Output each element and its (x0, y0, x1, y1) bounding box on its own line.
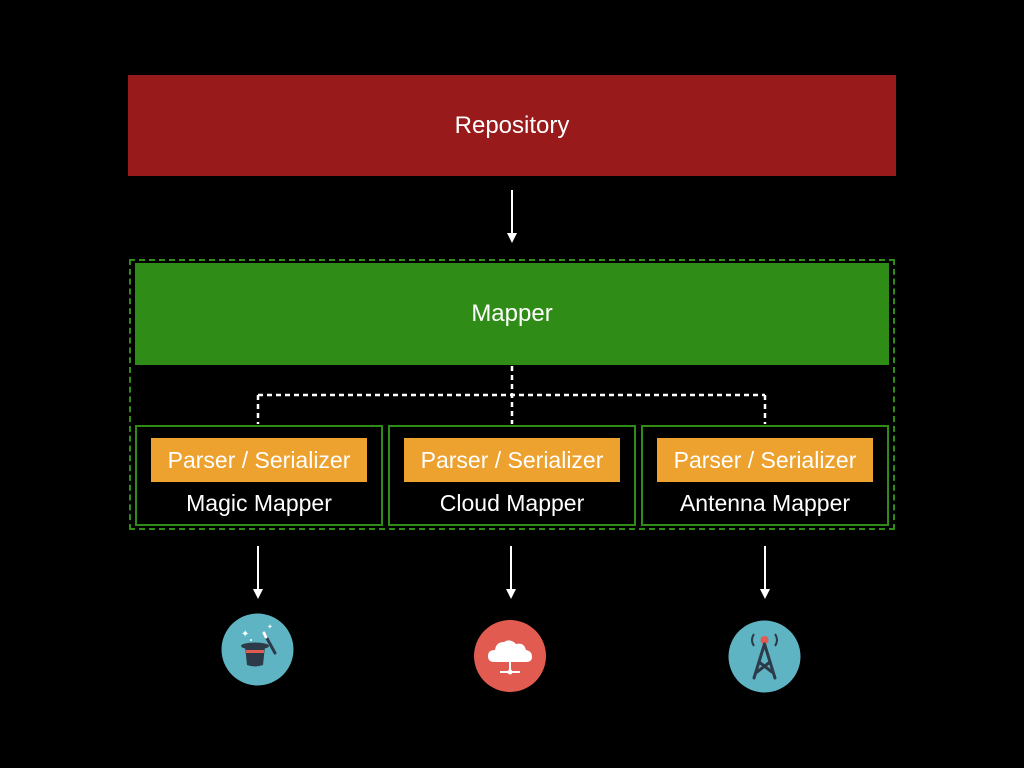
svg-text:✦: ✦ (241, 629, 249, 640)
cloud-mapper-label: Cloud Mapper (439, 490, 585, 516)
antenna-mapper-box: Parser / Serializer Antenna Mapper (641, 425, 889, 526)
repository-label: Repository (454, 111, 570, 139)
cloud-mapper-box: Parser / Serializer Cloud Mapper (388, 425, 636, 526)
parser-serializer-label: Parser / Serializer (167, 446, 351, 473)
svg-text:✦: ✦ (267, 623, 273, 631)
parser-serializer-box: Parser / Serializer (657, 438, 873, 482)
antenna-mapper-label: Antenna Mapper (679, 490, 851, 516)
parser-serializer-label: Parser / Serializer (673, 446, 857, 473)
parser-serializer-box: Parser / Serializer (151, 438, 367, 482)
mapper-label: Mapper (471, 300, 553, 327)
mapper-group-boundary (129, 259, 895, 530)
magic-hat-icon: ✦ ✦ (221, 613, 294, 686)
mapper-box: Mapper (135, 263, 889, 365)
mapper-dashed-connectors (256, 366, 767, 424)
magic-mapper-label: Magic Mapper (186, 490, 332, 516)
parser-serializer-label: Parser / Serializer (420, 446, 604, 473)
parser-serializer-box: Parser / Serializer (404, 438, 620, 482)
magic-mapper-box: Parser / Serializer Magic Mapper (135, 425, 383, 526)
cloud-icon (474, 620, 546, 692)
antenna-tower-icon (728, 620, 801, 693)
repository-box: Repository (128, 75, 896, 176)
